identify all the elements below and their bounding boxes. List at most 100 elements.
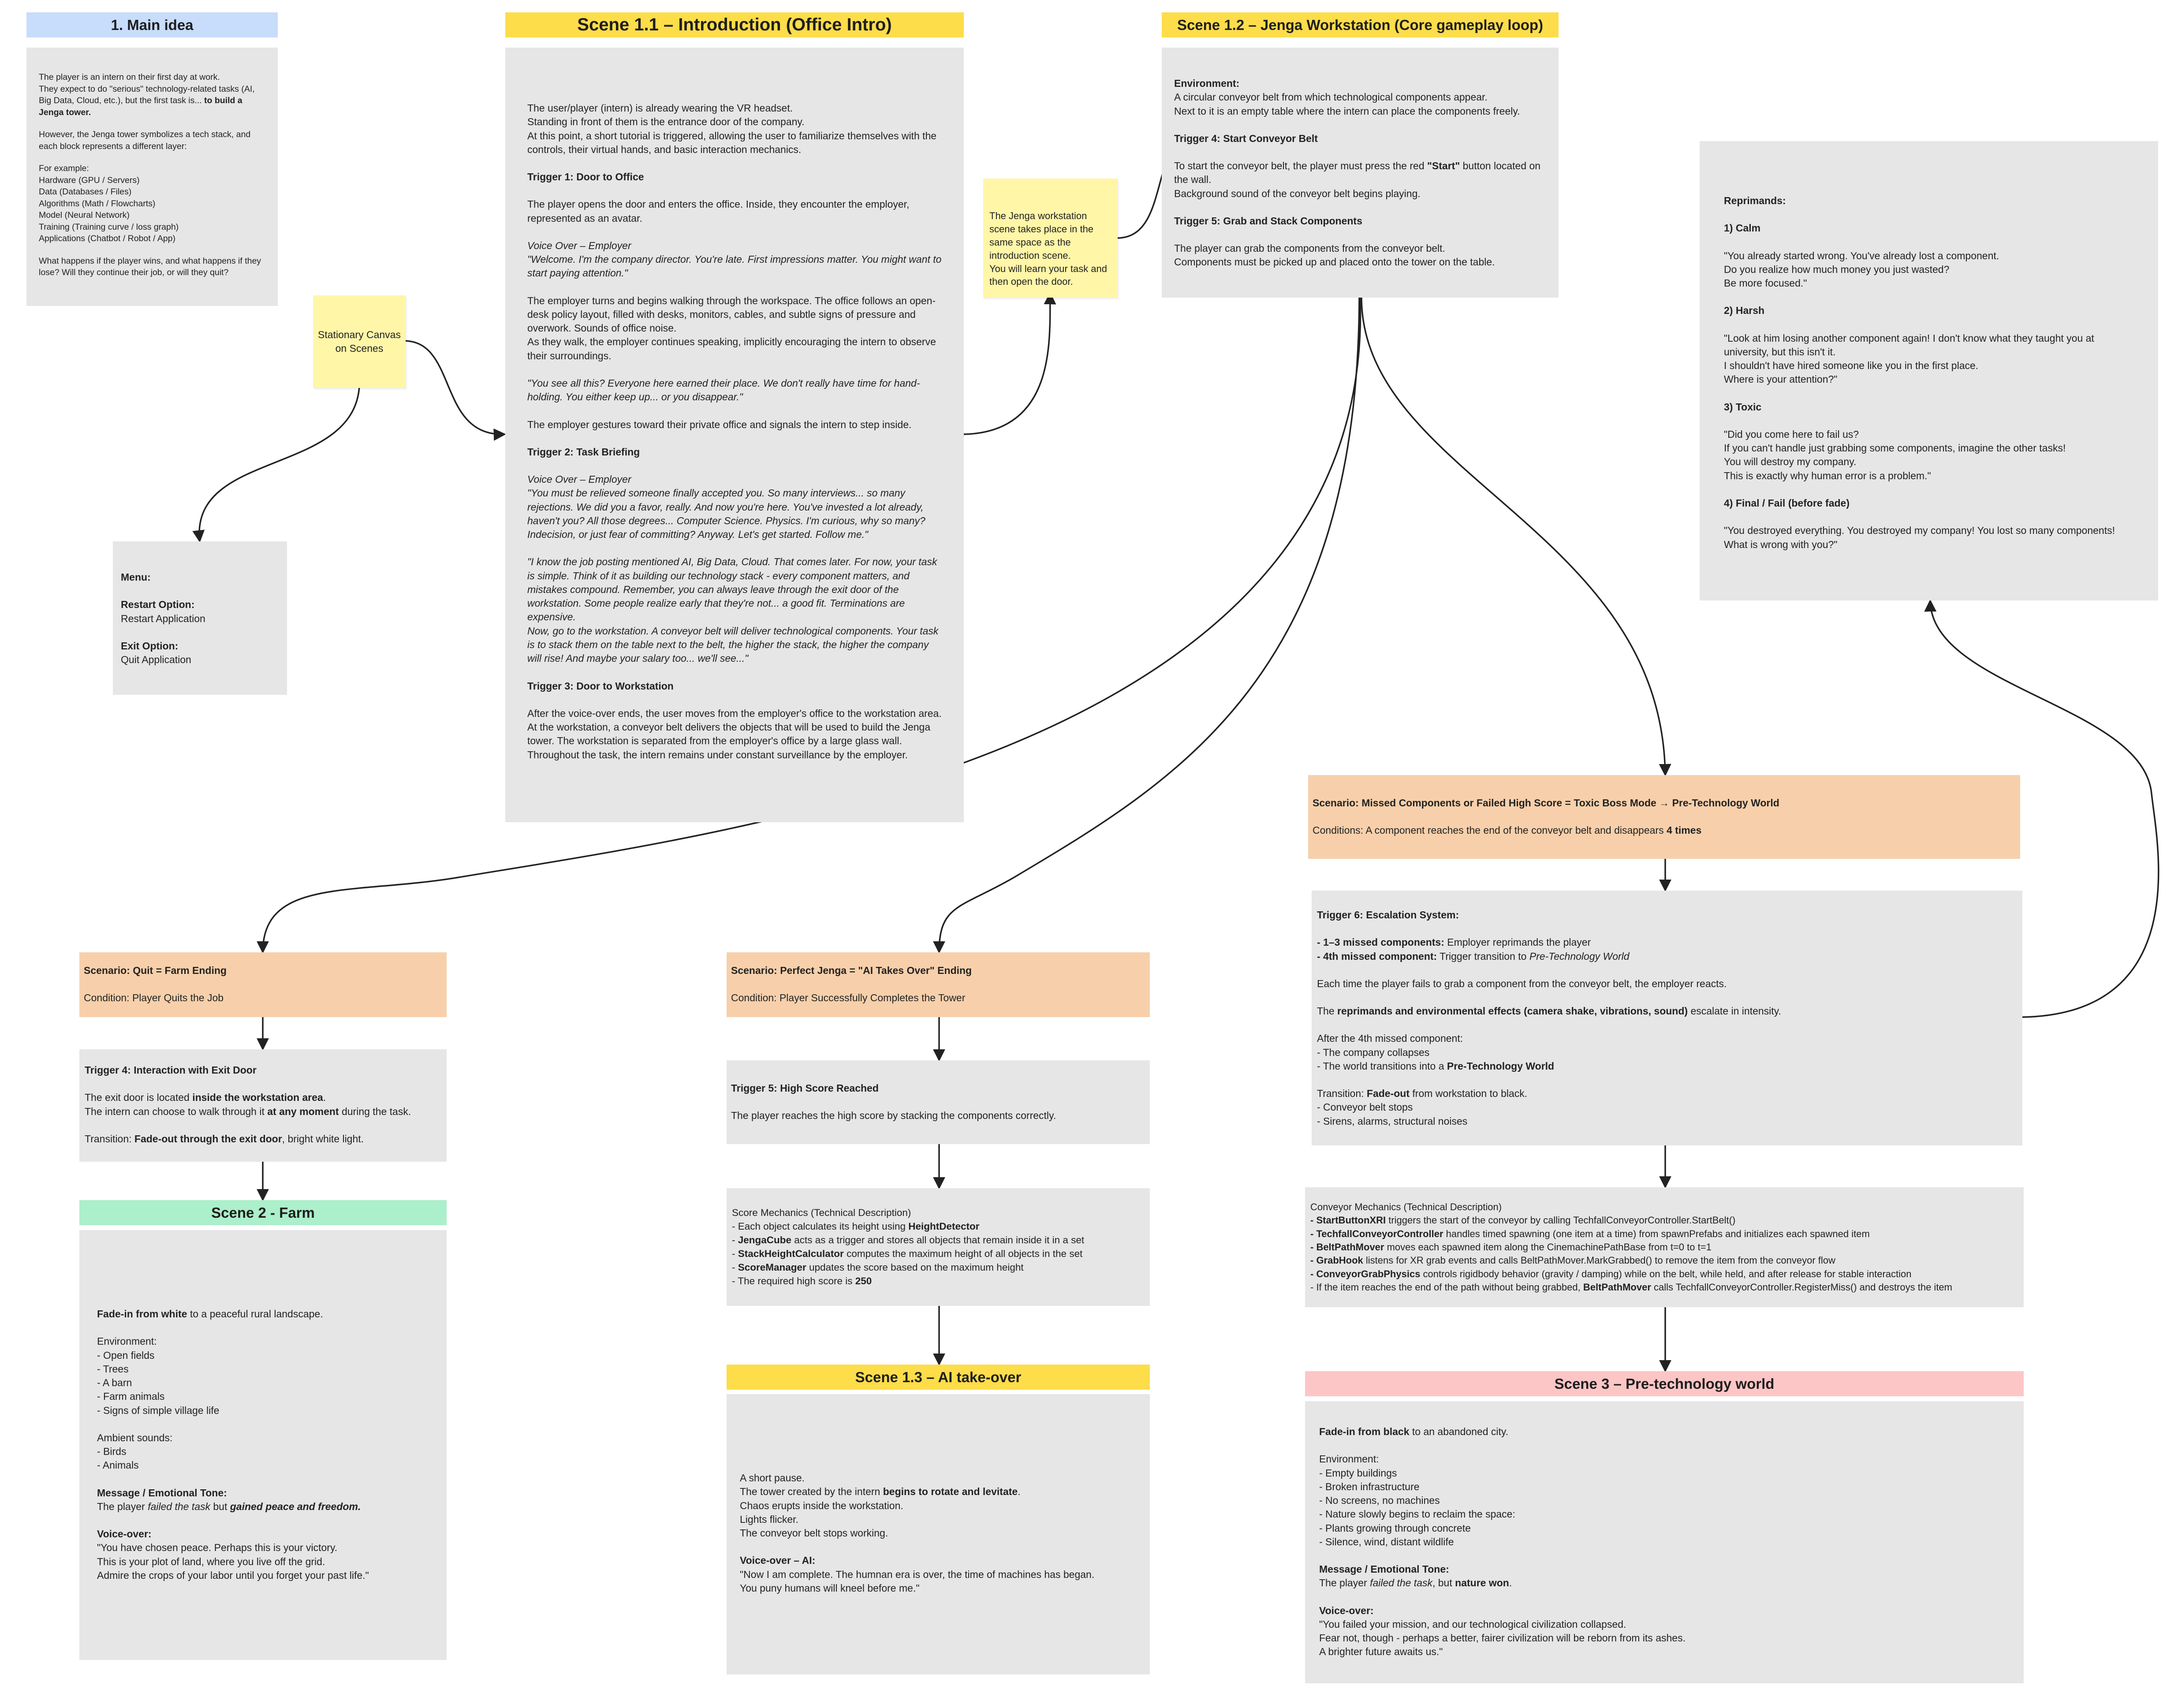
reprimands-title: Reprimands: xyxy=(1724,195,1786,206)
reprimands-box: Reprimands: 1) Calm "You already started… xyxy=(1700,141,2158,600)
scene-1-2-box: Environment: A circular conveyor belt fr… xyxy=(1162,48,1559,298)
scenario-toxic-title: Scenario: Missed Components or Failed Hi… xyxy=(1313,797,1779,809)
trigger-6-heading: Trigger 6: Escalation System: xyxy=(1317,909,1459,921)
scene-1-1-box: The user/player (intern) is already wear… xyxy=(505,48,964,822)
scenario-quit-box: Scenario: Quit = Farm Ending Condition: … xyxy=(79,952,447,1017)
conveyor-mechanics-text: Conveyor Mechanics (Technical Descriptio… xyxy=(1310,1201,1952,1293)
scene-1-1-header: Scene 1.1 – Introduction (Office Intro) xyxy=(505,12,964,37)
trigger-6-after-fourth: After the 4th missed component: - The co… xyxy=(1317,1033,1555,1072)
main-idea-header: 1. Main idea xyxy=(26,12,278,37)
scene-3-environment: Environment: - Empty buildings - Broken … xyxy=(1319,1453,1515,1548)
scene-3-box: Fade-in from black to an abandoned city.… xyxy=(1305,1401,2024,1683)
connector-sticky-to-scene-1-1 xyxy=(402,340,506,441)
scene-1-1-gesture: The employer gestures toward their priva… xyxy=(527,418,912,430)
trigger-6-transition: Transition: Fade-out from workstation to… xyxy=(1317,1088,1528,1127)
trigger-6-missed-components: - 1–3 missed components: Employer reprim… xyxy=(1317,936,1630,962)
scene-1-1-trigger-1-text: The player opens the door and enters the… xyxy=(527,198,910,224)
sticky-workstation-text: The Jenga workstation scene takes place … xyxy=(989,210,1108,287)
main-idea-title: 1. Main idea xyxy=(111,16,194,33)
scene-1-2-trigger-4-heading: Trigger 4: Start Conveyor Belt xyxy=(1174,132,1318,144)
main-idea-box: The player is an intern on their first d… xyxy=(26,48,278,306)
trigger-4-exit-transition: Transition: Fade-out through the exit do… xyxy=(85,1133,364,1145)
scene-3-fade-in: Fade-in from black to an abandoned city. xyxy=(1319,1426,1509,1437)
main-idea-example-layers: For example: Hardware (GPU / Servers) Da… xyxy=(39,164,179,244)
scene-1-2-trigger-5-heading: Trigger 5: Grab and Stack Components xyxy=(1174,215,1362,227)
scene-1-1-trigger-2-heading: Trigger 2: Task Briefing xyxy=(527,446,640,458)
score-mechanics-text: Score Mechanics (Technical Description) … xyxy=(732,1207,1085,1287)
trigger-4-exit-location: The exit door is located inside the work… xyxy=(85,1092,411,1117)
scene-1-1-title: Scene 1.1 – Introduction (Office Intro) xyxy=(577,15,892,34)
scene-1-1-tutorial: The user/player (intern) is already wear… xyxy=(527,102,937,155)
scene-1-3-box: A short pause. The tower created by the … xyxy=(727,1394,1150,1674)
scenario-quit-condition: Condition: Player Quits the Job xyxy=(84,992,224,1004)
scene-2-ambient-sounds: Ambient sounds: - Birds - Animals xyxy=(97,1432,173,1471)
scene-1-1-trigger-3-heading: Trigger 3: Door to Workstation xyxy=(527,680,674,692)
scene-1-1-trigger-1-heading: Trigger 1: Door to Office xyxy=(527,171,644,183)
scene-3-title: Scene 3 – Pre-technology world xyxy=(1554,1375,1775,1392)
scene-1-1-voice-over-relieved: Voice Over – Employer "You must be relie… xyxy=(527,474,925,541)
reprimand-calm-text: "You already started wrong. You've alrea… xyxy=(1724,250,1999,289)
sticky-note-workstation: The Jenga workstation scene takes place … xyxy=(983,179,1118,298)
sticky-note-stationary-canvas: Stationary Canvas on Scenes xyxy=(313,295,406,388)
scene-1-2-title: Scene 1.2 – Jenga Workstation (Core game… xyxy=(1177,16,1544,33)
scene-1-1-voice-over-welcome: Voice Over – Employer "Welcome. I'm the … xyxy=(527,239,942,279)
reprimand-calm-heading: 1) Calm xyxy=(1724,222,1761,234)
main-idea-intro: The player is an intern on their first d… xyxy=(39,72,255,117)
connector-scene-1-2-to-perfect xyxy=(933,297,1360,954)
menu-exit-option: Exit Option: Quit Application xyxy=(121,640,191,666)
scene-1-2-environment: Environment: A circular conveyor belt fr… xyxy=(1174,78,1520,117)
trigger-6-escalation: The reprimands and environmental effects… xyxy=(1317,1005,1781,1017)
menu-title: Menu: xyxy=(121,571,151,583)
reprimand-toxic-text: "Did you come here to fail us? If you ca… xyxy=(1724,428,2066,481)
reprimand-toxic-heading: 3) Toxic xyxy=(1724,401,1762,413)
reprimand-final-heading: 4) Final / Fail (before fade) xyxy=(1724,497,1850,509)
connector-scene-1-2-to-toxic xyxy=(1361,297,1671,776)
scene-3-emotional-tone: Message / Emotional Tone: The player fai… xyxy=(1319,1563,1512,1589)
scenario-toxic-boss-box: Scenario: Missed Components or Failed Hi… xyxy=(1308,775,2020,859)
trigger-4-exit-box: Trigger 4: Interaction with Exit Door Th… xyxy=(79,1049,447,1162)
scene-1-3-header: Scene 1.3 – AI take-over xyxy=(727,1365,1150,1390)
menu-restart-option: Restart Option: Restart Application xyxy=(121,599,205,624)
scenario-perfect-jenga-box: Scenario: Perfect Jenga = "AI Takes Over… xyxy=(727,952,1150,1017)
scene-2-voice-over: Voice-over: "You have chosen peace. Perh… xyxy=(97,1528,369,1581)
scene-1-1-trigger-3-text: After the voice-over ends, the user move… xyxy=(527,707,942,761)
scene-2-box: Fade-in from white to a peaceful rural l… xyxy=(79,1230,447,1660)
reprimand-final-text: "You destroyed everything. You destroyed… xyxy=(1724,525,2115,550)
scene-1-3-description: A short pause. The tower created by the … xyxy=(740,1472,1021,1539)
sticky-canvas-text: Stationary Canvas on Scenes xyxy=(318,328,401,354)
scene-2-emotional-tone: Message / Emotional Tone: The player fai… xyxy=(97,1487,361,1512)
scene-2-fade-in: Fade-in from white to a peaceful rural l… xyxy=(97,1308,323,1320)
conveyor-mechanics-box: Conveyor Mechanics (Technical Descriptio… xyxy=(1305,1187,2024,1307)
scene-3-voice-over: Voice-over: "You failed your mission, an… xyxy=(1319,1604,1686,1658)
scene-1-2-header: Scene 1.2 – Jenga Workstation (Core game… xyxy=(1162,12,1559,37)
scenario-perfect-condition: Condition: Player Successfully Completes… xyxy=(731,992,966,1004)
scene-1-1-voice-over-task: "I know the job posting mentioned AI, Bi… xyxy=(527,556,939,664)
scene-1-3-title: Scene 1.3 – AI take-over xyxy=(855,1369,1022,1385)
main-idea-symbolism: However, the Jenga tower symbolizes a te… xyxy=(39,130,251,151)
scene-1-1-voice-over-earned: "You see all this? Everyone here earned … xyxy=(527,377,920,403)
scene-1-2-trigger-5-text: The player can grab the components from … xyxy=(1174,242,1495,268)
score-mechanics-box: Score Mechanics (Technical Description) … xyxy=(727,1188,1150,1306)
connector-scene-1-1-to-sticky xyxy=(963,292,1056,435)
scene-2-header: Scene 2 - Farm xyxy=(79,1200,447,1225)
trigger-5-high-score-text: The player reaches the high score by sta… xyxy=(731,1110,1056,1122)
reprimand-harsh-text: "Look at him losing another component ag… xyxy=(1724,332,2094,385)
trigger-5-high-score-heading: Trigger 5: High Score Reached xyxy=(731,1082,879,1094)
scene-1-2-trigger-4-text: To start the conveyor belt, the player m… xyxy=(1174,160,1541,199)
scenario-toxic-conditions: Conditions: A component reaches the end … xyxy=(1313,824,1702,836)
scene-2-title: Scene 2 - Farm xyxy=(211,1204,315,1221)
scenario-quit-title: Scenario: Quit = Farm Ending xyxy=(84,965,227,976)
main-idea-question: What happens if the player wins, and wha… xyxy=(39,256,261,278)
scene-1-3-voice-over-ai: Voice-over – AI: "Now I am complete. The… xyxy=(740,1555,1095,1594)
connector-sticky-to-menu xyxy=(192,386,360,543)
scene-1-1-office-walk: The employer turns and begins walking th… xyxy=(527,295,936,362)
scene-2-environment: Environment: - Open fields - Trees - A b… xyxy=(97,1335,220,1416)
trigger-6-reaction: Each time the player fails to grab a com… xyxy=(1317,977,1727,989)
reprimand-harsh-heading: 2) Harsh xyxy=(1724,305,1765,317)
menu-box: Menu: Restart Option: Restart Applicatio… xyxy=(113,541,287,695)
trigger-5-high-score-box: Trigger 5: High Score Reached The player… xyxy=(727,1060,1150,1144)
scene-3-header: Scene 3 – Pre-technology world xyxy=(1305,1371,2024,1396)
trigger-6-box: Trigger 6: Escalation System: - 1–3 miss… xyxy=(1312,891,2022,1145)
trigger-4-exit-heading: Trigger 4: Interaction with Exit Door xyxy=(85,1064,257,1076)
scenario-perfect-title: Scenario: Perfect Jenga = "AI Takes Over… xyxy=(731,965,972,976)
